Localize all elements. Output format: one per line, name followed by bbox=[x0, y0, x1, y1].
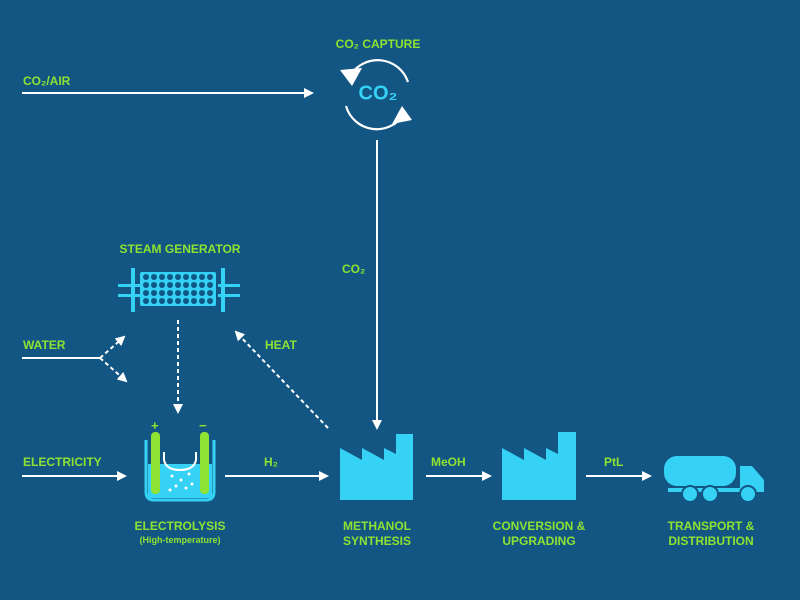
water-to-steam-arrow bbox=[99, 335, 126, 359]
meoh-label: MeOH bbox=[431, 455, 466, 469]
transport-label-line1: TRANSPORT & bbox=[667, 519, 755, 533]
conversion-label-line2: UPGRADING bbox=[502, 534, 576, 548]
methanol-label-line1: METHANOL bbox=[342, 519, 411, 533]
tanker-truck-icon bbox=[664, 456, 764, 503]
factory-icon bbox=[502, 432, 576, 500]
minus-sign: − bbox=[199, 418, 207, 433]
electricity-label: ELECTRICITY bbox=[23, 455, 102, 469]
plus-sign: + bbox=[151, 418, 159, 433]
transport-label-line2: DISTRIBUTION bbox=[668, 534, 754, 548]
co2-air-label: CO₂/AIR bbox=[23, 74, 71, 88]
methanol-synthesis-label: METHANOL SYNTHESIS bbox=[343, 519, 411, 549]
water-to-electrolysis-arrow bbox=[99, 357, 128, 383]
heat-arrow bbox=[234, 330, 329, 429]
water-label: WATER bbox=[23, 338, 66, 352]
co2-symbol: CO₂ bbox=[358, 82, 398, 105]
electrolysis-cell-icon bbox=[144, 432, 216, 502]
ptl-label: PtL bbox=[604, 455, 624, 469]
steam-generator-label: STEAM GENERATOR bbox=[119, 242, 241, 256]
conversion-upgrading-label: CONVERSION & UPGRADING bbox=[493, 519, 586, 549]
heat-exchanger-icon bbox=[118, 268, 240, 312]
co2-capture-label: CO₂ CAPTURE bbox=[335, 37, 421, 51]
h2-label: H₂ bbox=[264, 455, 278, 469]
conversion-label-line1: CONVERSION & bbox=[492, 519, 586, 533]
electrolysis-sublabel: (High-temperature) bbox=[139, 535, 221, 545]
heat-label: HEAT bbox=[265, 338, 297, 352]
recycle-arrows-icon bbox=[340, 59, 412, 131]
methanol-label-line2: SYNTHESIS bbox=[342, 534, 412, 548]
transport-distribution-label: TRANSPORT & DISTRIBUTION bbox=[668, 519, 755, 549]
co2-flow-label: CO₂ bbox=[342, 262, 366, 276]
factory-icon bbox=[340, 434, 413, 500]
electrolysis-label: ELECTROLYSIS bbox=[134, 519, 226, 533]
